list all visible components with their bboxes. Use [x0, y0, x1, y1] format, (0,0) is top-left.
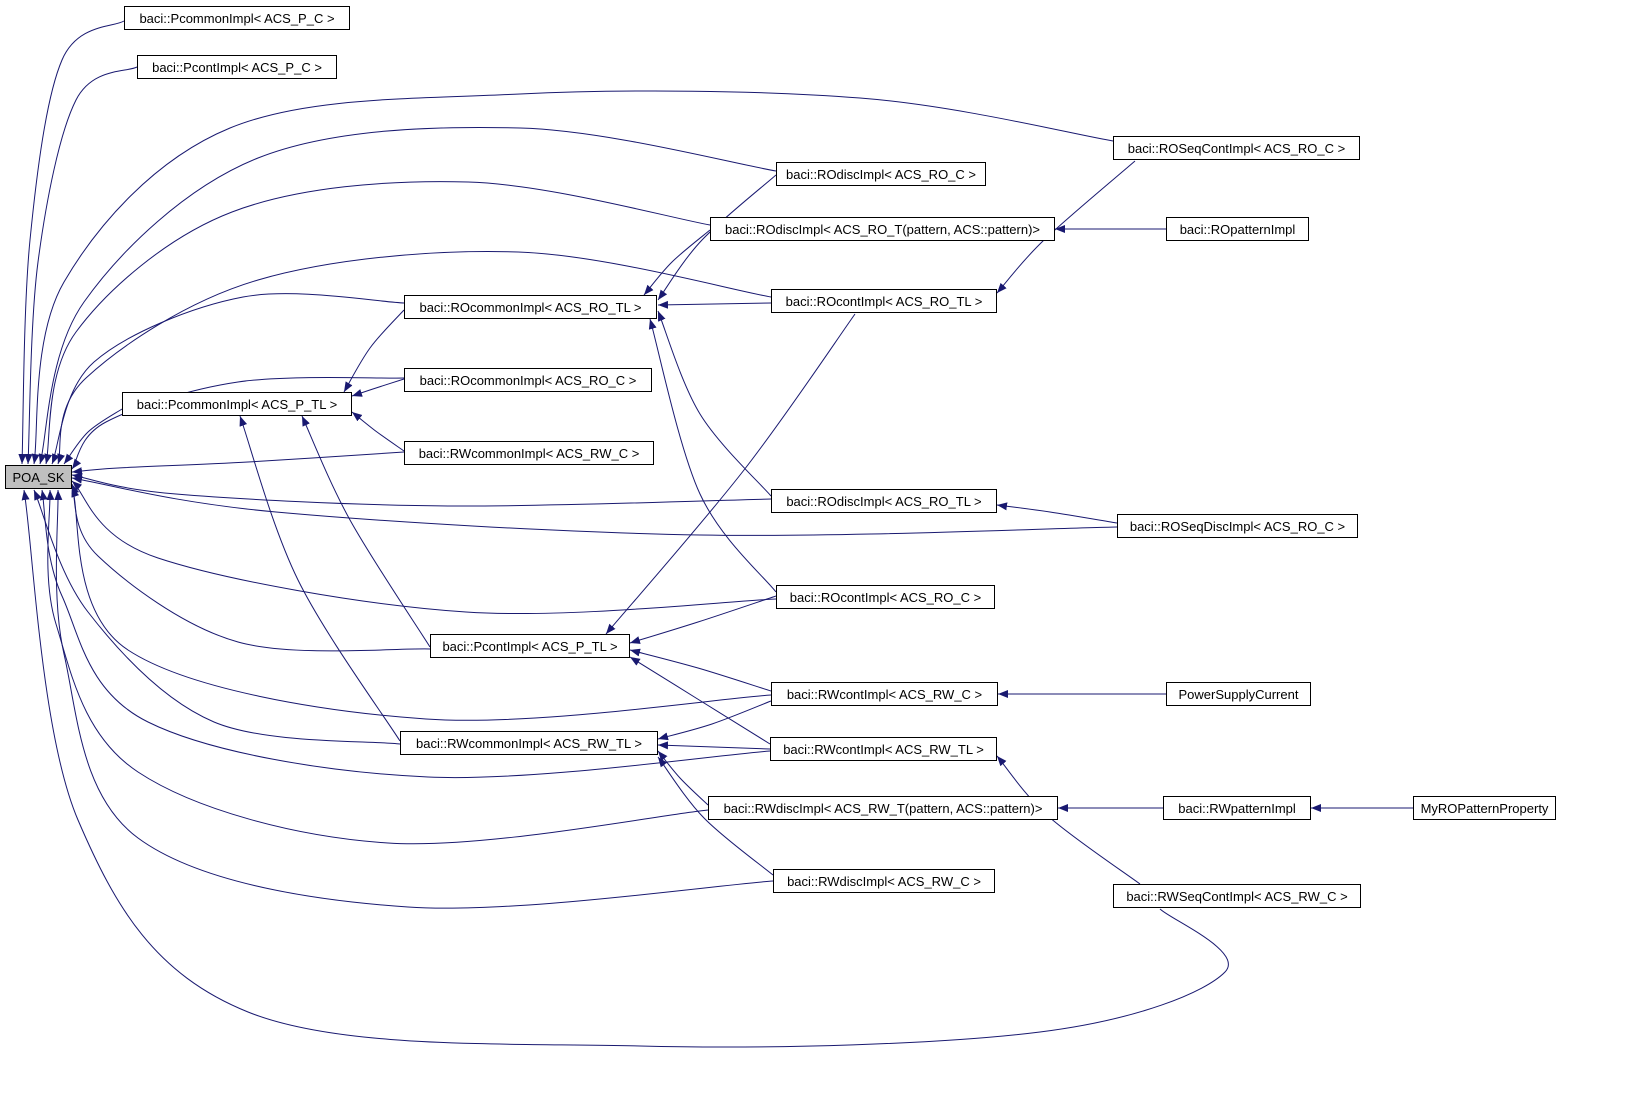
inheritance-edge-rwcont-rwtl-to-pcont-ptl — [629, 656, 771, 745]
inheritance-edge-roseqdisc-roc-to-poa-sk — [71, 475, 1118, 536]
inheritance-edge-rocont-rotl-to-pcont-ptl — [605, 313, 856, 635]
class-node-powersupplycurrent[interactable]: PowerSupplyCurrent — [1166, 682, 1311, 706]
inheritance-edge-rodisc-roc-to-rocommon-rotl — [657, 174, 777, 301]
inheritance-edge-rodisc-roc-to-poa-sk — [38, 126, 777, 465]
class-node-rodisc-rot[interactable]: baci::ROdiscImpl< ACS_RO_T(pattern, ACS:… — [710, 217, 1055, 241]
inheritance-edge-rodisc-rotl-to-rocommon-rotl — [657, 310, 772, 497]
class-node-rwcommon-rwtl[interactable]: baci::RWcommonImpl< ACS_RW_TL > — [400, 731, 658, 755]
inheritance-edge-rwcont-rwc-to-rwcommon-rwtl — [657, 700, 772, 741]
inheritance-edge-pcommon-pc-to-poa-sk — [18, 20, 125, 465]
inheritance-edge-pcont-pc-to-poa-sk — [24, 66, 138, 465]
inheritance-edge-pcont-ptl-to-poa-sk — [71, 483, 431, 652]
class-node-poa-sk[interactable]: POA_SK — [5, 465, 72, 489]
class-node-rodisc-rotl[interactable]: baci::ROdiscImpl< ACS_RO_TL > — [771, 489, 997, 513]
inheritance-edge-rwcont-rwtl-to-rwcommon-rwtl — [657, 741, 771, 750]
class-node-myropatternproperty[interactable]: MyROPatternProperty — [1413, 796, 1556, 820]
class-node-pcont-pc[interactable]: baci::PcontImpl< ACS_P_C > — [137, 55, 337, 79]
inheritance-edge-rocommon-rotl-to-pcommon-ptl — [343, 309, 405, 393]
inheritance-edge-pcont-ptl-to-pcommon-ptl — [301, 415, 431, 648]
inheritance-edge-rwcont-rwc-to-poa-sk — [71, 486, 772, 721]
inheritance-edge-rwdisc-rwt-to-rwcommon-rwtl — [657, 750, 709, 806]
edge-layer — [18, 20, 1413, 1048]
inheritance-edge-rwcont-rwtl-to-poa-sk — [39, 489, 771, 779]
class-node-rwseqcont-rwc[interactable]: baci::RWSeqContImpl< ACS_RW_C > — [1113, 884, 1361, 908]
class-node-pcommon-pc[interactable]: baci::PcommonImpl< ACS_P_C > — [124, 6, 350, 30]
inheritance-edge-rodisc-rot-to-poa-sk — [44, 181, 711, 465]
class-node-rocont-rotl[interactable]: baci::ROcontImpl< ACS_RO_TL > — [771, 289, 997, 313]
inheritance-edge-rwdisc-rwc-to-rwcommon-rwtl — [657, 756, 774, 876]
inheritance-edge-rwseqcont-rwc-to-poa-sk — [21, 489, 1229, 1048]
inheritance-edge-rwcommon-rwtl-to-pcommon-ptl — [239, 415, 401, 742]
class-node-rwpattern[interactable]: baci::RWpatternImpl — [1163, 796, 1311, 820]
inheritance-edge-rocont-roc-to-rocommon-rotl — [648, 318, 777, 593]
class-node-rwcont-rwtl[interactable]: baci::RWcontImpl< ACS_RW_TL > — [770, 737, 997, 761]
class-node-rocommon-roc[interactable]: baci::ROcommonImpl< ACS_RO_C > — [404, 368, 652, 392]
inheritance-edge-roseqcont-roc-to-poa-sk — [31, 90, 1114, 465]
class-node-rwcont-rwc[interactable]: baci::RWcontImpl< ACS_RW_C > — [771, 682, 998, 706]
class-node-rodisc-roc[interactable]: baci::ROdiscImpl< ACS_RO_C > — [776, 162, 986, 186]
class-node-rwcommon-rwc[interactable]: baci::RWcommonImpl< ACS_RW_C > — [404, 441, 654, 465]
inheritance-edge-rocommon-roc-to-pcommon-ptl — [351, 378, 405, 397]
class-node-rwdisc-rwc[interactable]: baci::RWdiscImpl< ACS_RW_C > — [773, 869, 995, 893]
inheritance-edge-rocont-roc-to-poa-sk — [71, 480, 777, 615]
inheritance-edge-rwdisc-rwc-to-poa-sk — [54, 489, 774, 909]
inheritance-edge-rocont-roc-to-pcont-ptl — [629, 595, 777, 644]
inheritance-edge-rwcommon-rwc-to-poa-sk — [71, 451, 405, 476]
class-node-pcommon-ptl[interactable]: baci::PcommonImpl< ACS_P_TL > — [122, 392, 352, 416]
class-node-rwdisc-rwt[interactable]: baci::RWdiscImpl< ACS_RW_T(pattern, ACS:… — [708, 796, 1058, 820]
inheritance-edge-rocommon-rotl-to-poa-sk — [51, 293, 405, 465]
inheritance-edge-rwdisc-rwt-to-poa-sk — [46, 489, 709, 845]
inheritance-edge-rwcommon-rwtl-to-poa-sk — [33, 489, 401, 745]
inheritance-edge-rwseqcont-rwc-to-rwcont-rwtl — [996, 755, 1141, 885]
inheritance-edge-rocont-rotl-to-poa-sk — [57, 251, 772, 465]
inheritance-edge-rocont-rotl-to-rocommon-rotl — [657, 300, 772, 309]
inheritance-edge-rwcont-rwc-to-pcont-ptl — [629, 648, 772, 692]
inheritance-edge-rodisc-rot-to-rocommon-rotl — [643, 229, 711, 296]
inheritance-edge-pcommon-ptl-to-poa-sk — [63, 408, 123, 465]
class-node-pcont-ptl[interactable]: baci::PcontImpl< ACS_P_TL > — [430, 634, 630, 658]
class-node-rocont-roc[interactable]: baci::ROcontImpl< ACS_RO_C > — [776, 585, 995, 609]
class-node-roseqcont-roc[interactable]: baci::ROSeqContImpl< ACS_RO_C > — [1113, 136, 1360, 160]
inheritance-edge-roseqdisc-roc-to-rodisc-rotl — [996, 502, 1118, 524]
class-node-ropattern[interactable]: baci::ROpatternImpl — [1166, 217, 1309, 241]
inheritance-edge-rodisc-rotl-to-poa-sk — [71, 472, 772, 507]
class-node-rocommon-rotl[interactable]: baci::ROcommonImpl< ACS_RO_TL > — [404, 295, 657, 319]
inheritance-edge-rwcommon-rwc-to-pcommon-ptl — [351, 411, 405, 452]
class-node-roseqdisc-roc[interactable]: baci::ROSeqDiscImpl< ACS_RO_C > — [1117, 514, 1358, 538]
